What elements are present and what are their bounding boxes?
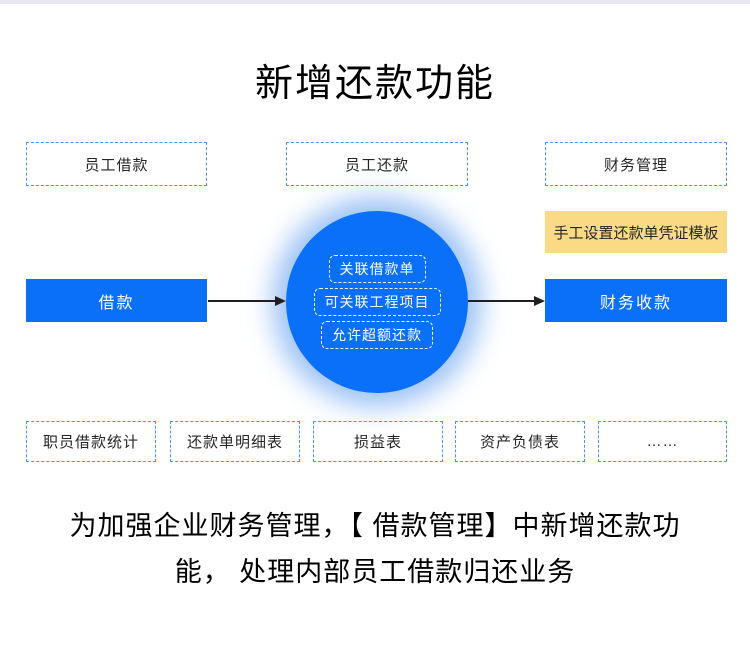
node-employee-repayment: 员工还款 — [286, 142, 468, 186]
arrow-right-icon — [468, 295, 545, 307]
arrow-right-icon — [208, 295, 286, 307]
feature-description: 为加强企业财务管理，【 借款管理】中新增还款功 能， 处理内部员工借款归还业务 — [0, 503, 750, 595]
node-staff-loan-stats: 职员借款统计 — [26, 421, 156, 462]
node-more-reports: …… — [598, 421, 727, 462]
page-title: 新增还款功能 — [254, 63, 495, 105]
node-more-reports-label: …… — [646, 433, 679, 450]
node-loan-label: 借款 — [98, 294, 135, 312]
node-loan: 借款 — [26, 279, 207, 322]
feature-description-line2: 能， 处理内部员工借款归还业务 — [174, 557, 576, 587]
note-voucher-template: 手工设置还款单凭证模板 — [545, 211, 727, 253]
feature-description-line1: 为加强企业财务管理，【 借款管理】中新增还款功 — [69, 511, 681, 541]
node-finance-receipt-label: 财务收款 — [599, 294, 672, 312]
node-balance-sheet-label: 资产负债表 — [479, 434, 560, 451]
node-finance-receipt: 财务收款 — [545, 279, 727, 322]
arrow-line — [208, 300, 275, 302]
top-accent-bar — [0, 0, 750, 4]
arrow-head — [534, 296, 545, 306]
node-repayment-detail-label: 还款单明细表 — [186, 434, 283, 451]
node-repayment-detail: 还款单明细表 — [170, 421, 300, 462]
node-finance-management: 财务管理 — [545, 142, 727, 186]
center-feature-circle: 关联借款单 可关联工程项目 允许超额还款 — [286, 211, 468, 393]
node-income-statement-label: 损益表 — [353, 434, 402, 451]
node-finance-management-label: 财务管理 — [603, 156, 668, 174]
feature-pill-link-loan-order: 关联借款单 — [328, 255, 426, 283]
node-balance-sheet: 资产负债表 — [455, 421, 585, 462]
node-income-statement: 损益表 — [313, 421, 443, 462]
node-employee-loan: 员工借款 — [26, 142, 207, 186]
node-employee-repayment-label: 员工还款 — [344, 156, 409, 174]
arrow-line — [468, 300, 534, 302]
feature-pill-excess-repayment: 允许超额还款 — [321, 321, 433, 349]
feature-pill-link-project: 可关联工程项目 — [313, 288, 441, 316]
note-voucher-template-label: 手工设置还款单凭证模板 — [553, 224, 719, 242]
node-employee-loan-label: 员工借款 — [84, 156, 149, 174]
arrow-head — [275, 296, 286, 306]
node-staff-loan-stats-label: 职员借款统计 — [42, 434, 139, 451]
